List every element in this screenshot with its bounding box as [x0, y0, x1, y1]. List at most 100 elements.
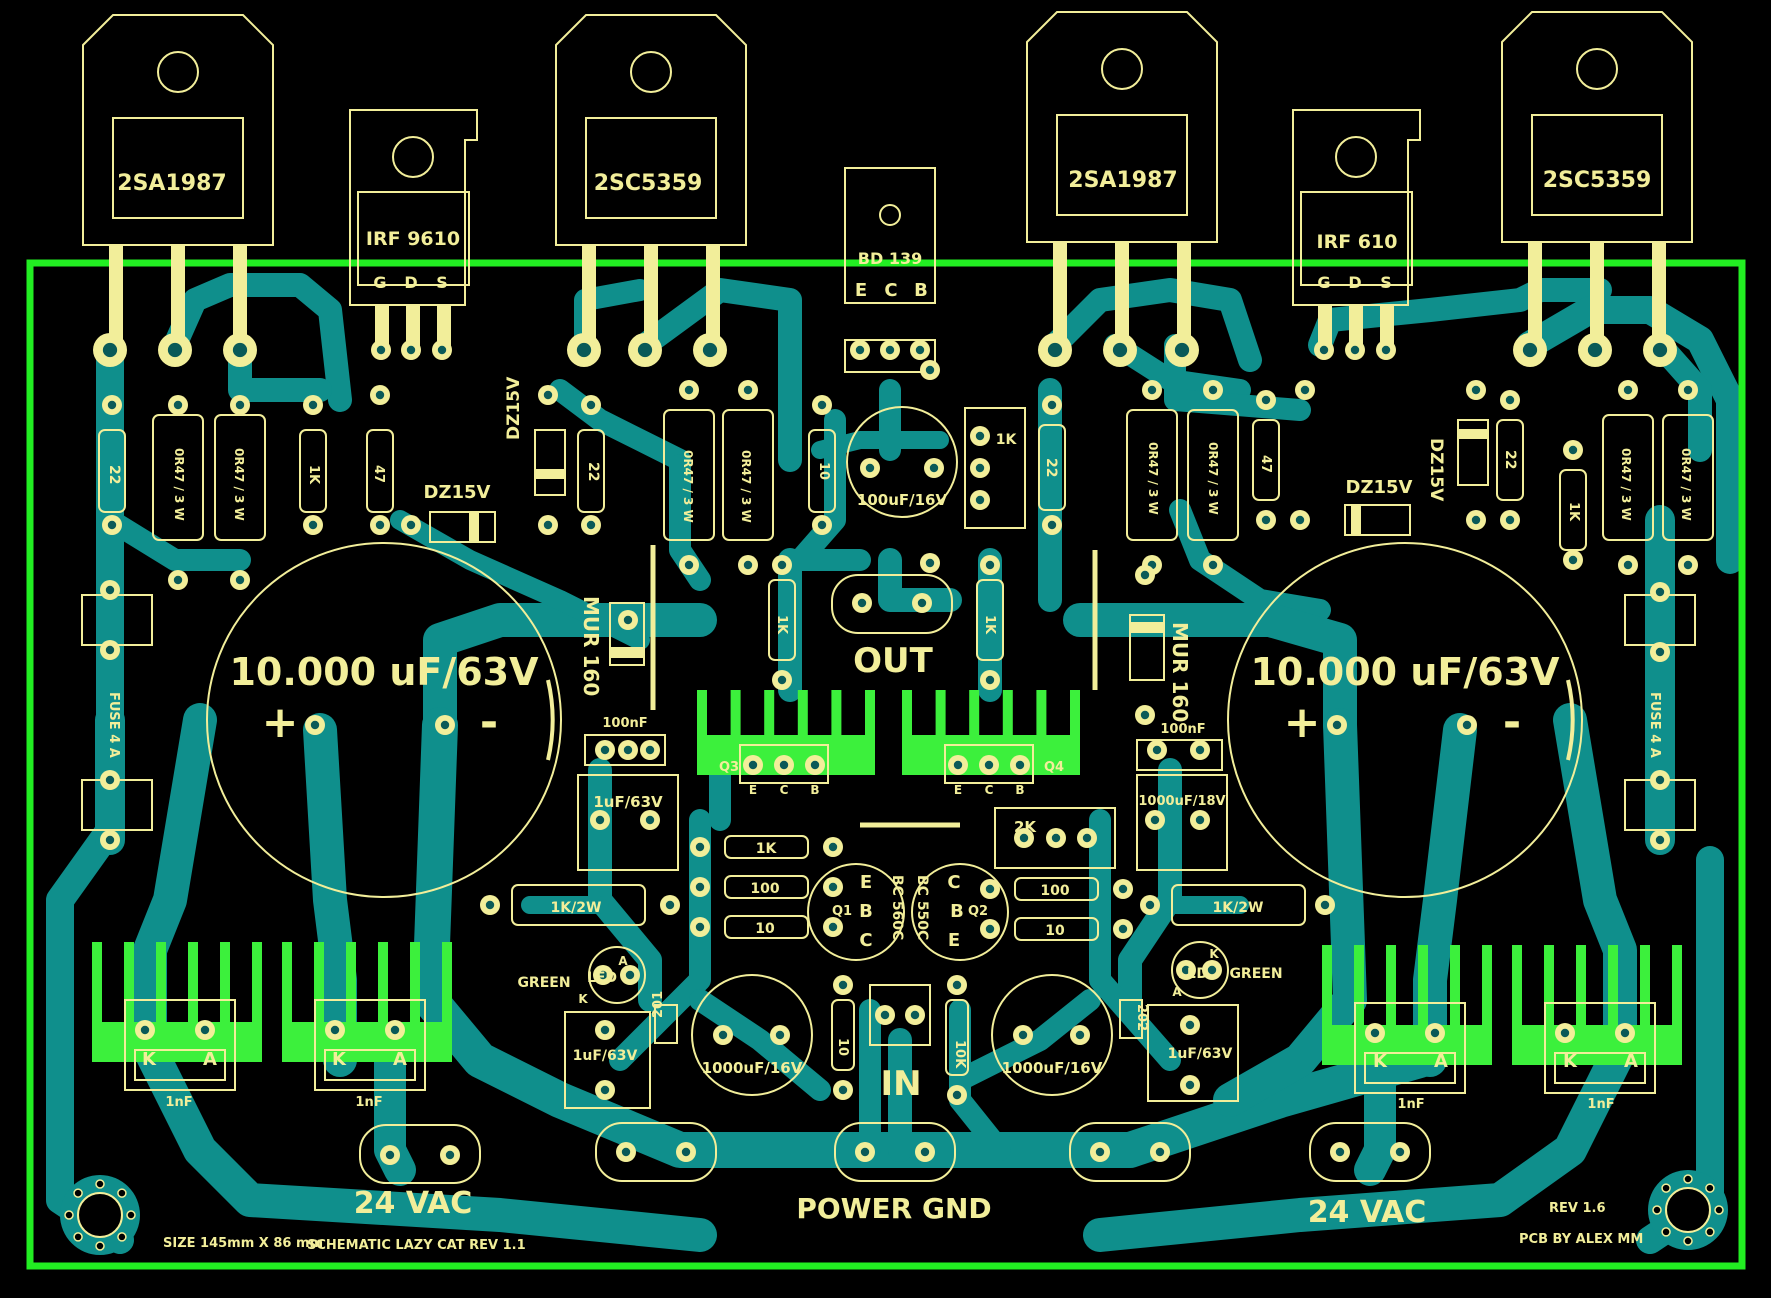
q1-pin-e: E: [860, 872, 872, 893]
heatsink-fin: [935, 690, 946, 775]
pad-hole: [375, 390, 385, 400]
r0r47-d: [722, 409, 774, 541]
copper-trace: [1169, 499, 1331, 621]
pad-hole: [828, 922, 838, 932]
copper-trace: [1083, 1033, 1637, 1252]
r0r47-d-label: 0R47 / 3 W: [739, 450, 753, 523]
pad-hole: [625, 970, 635, 980]
cap-1u63-left-upper: [577, 774, 679, 871]
pad-hole: [1145, 900, 1155, 910]
q2-pin-b: B: [950, 901, 964, 922]
r0r47-e: [1126, 409, 1178, 541]
cap-1000u16-right-label: 1000uF/16V: [1002, 1059, 1103, 1077]
pad-hole: [1623, 385, 1633, 395]
rect-b-pin-k: K: [332, 1049, 347, 1070]
led-right-label: LED: [1178, 966, 1208, 982]
pad-hole: [107, 520, 117, 530]
pad-hole: [173, 400, 183, 410]
pad-hole: [1620, 1028, 1630, 1038]
heatsink-fin: [1002, 690, 1013, 775]
trimmer-1k: [964, 407, 1026, 529]
mount-via: [73, 1188, 83, 1198]
r10-right-label: 10: [1045, 923, 1065, 939]
heatsink-fin: [442, 942, 452, 1062]
cap-1000u16-left: [691, 974, 813, 1096]
pad-hole: [1207, 965, 1217, 975]
to247-lead: [233, 245, 247, 345]
to247-hole: [1576, 48, 1618, 90]
pad-hole: [485, 900, 495, 910]
fuse-right-label: FUSE 4 A: [1647, 692, 1662, 758]
pad-hole: [1568, 445, 1578, 455]
bigcap-right-plus: +: [1284, 697, 1321, 748]
heatsink-fin: [797, 690, 808, 775]
pad-hole: [600, 1025, 610, 1035]
irf610-pin-g: G: [1317, 273, 1330, 292]
q-2sa1987-right-label: 2SA1987: [1068, 168, 1177, 193]
r47-left: [366, 429, 394, 513]
copper-trace: [1413, 713, 1477, 1077]
pad-hole: [985, 884, 995, 894]
pad-hole: [623, 615, 633, 625]
terminal-outline-1: [595, 1122, 717, 1182]
r0r47-e-label: 0R47 / 3 W: [1146, 442, 1160, 515]
pad-hole: [1152, 745, 1162, 755]
pad-hole: [838, 1085, 848, 1095]
to247-outline: [82, 14, 274, 246]
pad-hole: [860, 1147, 870, 1157]
q3-body: [739, 744, 829, 784]
pad-hole: [1471, 385, 1481, 395]
irf9610-pin-g: G: [373, 273, 386, 292]
rev-label: REV 1.6: [1549, 1201, 1606, 1216]
schematic-label: SCHEMATIC LAZY CAT REV 1.1: [307, 1238, 526, 1253]
pad-hole: [1155, 1147, 1165, 1157]
mount-via: [1661, 1227, 1671, 1237]
mount-via: [64, 1210, 74, 1220]
q2-part-label: BC 550C: [914, 875, 930, 940]
q2-label: Q2: [968, 904, 988, 919]
heatsink-fin: [1544, 945, 1554, 1065]
rectifier-diode-3: [1544, 1002, 1656, 1094]
pad-hole: [1195, 745, 1205, 755]
pad-hole: [543, 390, 553, 400]
rectifier-diode-2: [1354, 1002, 1466, 1094]
cap-1nf-d-label: 1nF: [1587, 1097, 1614, 1112]
pad-hole: [598, 970, 608, 980]
mount-via: [95, 1241, 105, 1251]
pad-hole: [1381, 345, 1391, 355]
pad-hole: [1261, 515, 1271, 525]
pad-hole: [1195, 815, 1205, 825]
pad-hole: [1319, 345, 1329, 355]
mur160-right-label: MUR 160: [1168, 622, 1192, 722]
copper-trace: [549, 379, 691, 471]
heatsink-fin: [969, 690, 980, 775]
r1k-left-label: 1K: [306, 465, 321, 485]
q-2sc5359-left: [555, 14, 747, 345]
heatsink-fin: [865, 690, 875, 775]
pad-hole: [600, 1085, 610, 1095]
to247-outline: [1026, 11, 1218, 243]
cap-1u63-right-lower-label: 1uF/63V: [1168, 1046, 1233, 1062]
copper-trace: [588, 758, 662, 1012]
rectifier-cap-0: [134, 1049, 226, 1081]
q4-pin-b: B: [1015, 783, 1024, 797]
cap-1000u16-left-label: 1000uF/16V: [702, 1059, 803, 1077]
pad-hole: [748, 760, 758, 770]
r47-right-label: 47: [1258, 455, 1273, 473]
copper-trace: [1043, 278, 1262, 372]
pad-hole: [440, 720, 450, 730]
irf9610-pin-d: D: [404, 273, 417, 292]
to220-outline: [349, 109, 478, 306]
mount-via: [1683, 1174, 1693, 1184]
r22-center-right-label: 22: [1043, 458, 1059, 477]
pad-hole: [1174, 342, 1190, 358]
pad-hole: [702, 342, 718, 358]
r1k-q3: [724, 835, 809, 859]
heatsink-base: [92, 1022, 262, 1062]
heatsink-fin: [730, 690, 741, 775]
r10k-input: [945, 999, 969, 1076]
r22-center-left-label: 22: [585, 462, 601, 481]
pad-hole: [1471, 515, 1481, 525]
mount-via: [1705, 1227, 1715, 1237]
copper-trace: [133, 1033, 717, 1252]
